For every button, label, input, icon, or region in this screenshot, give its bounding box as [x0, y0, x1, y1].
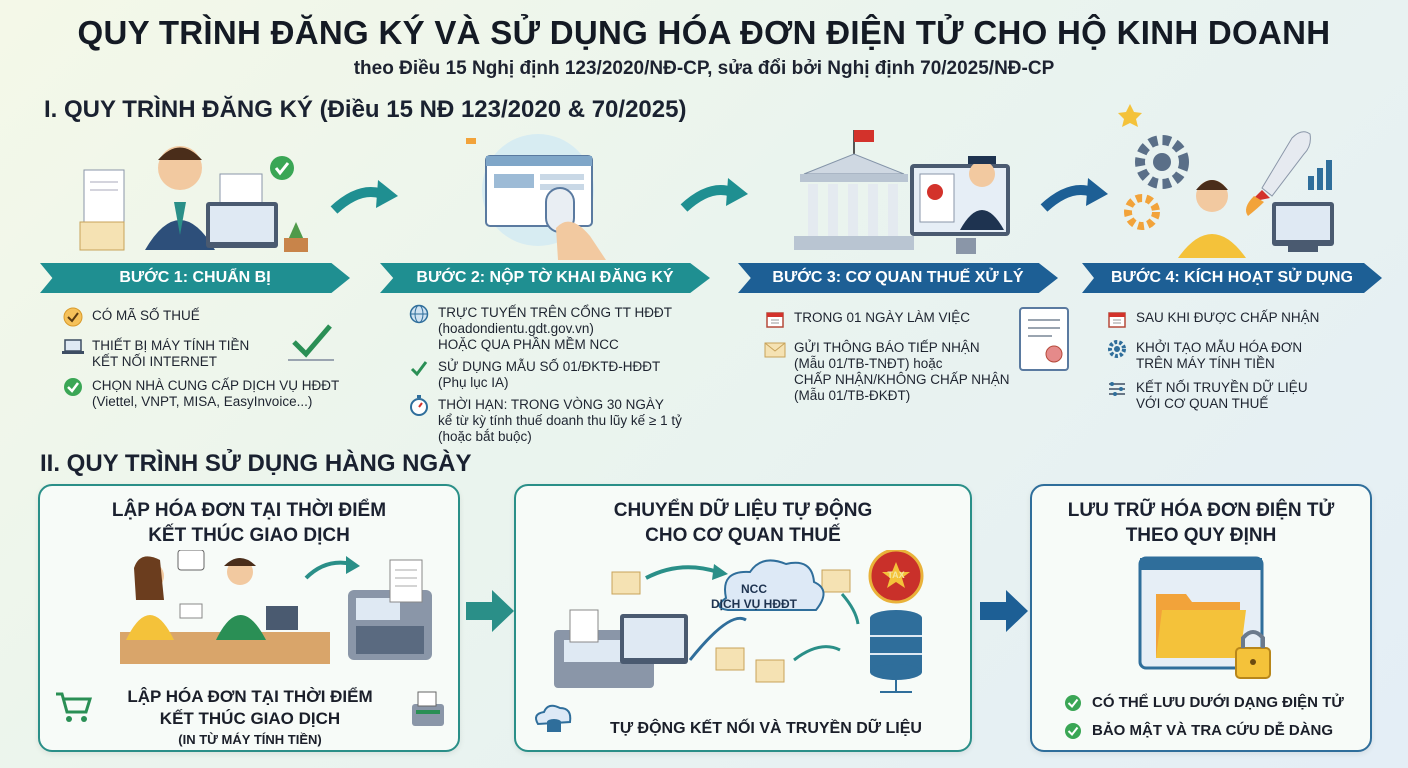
step4-list: SAU KHI ĐƯỢC CHẤP NHẬN KHỞI TẠO MẪU HÓA … [1106, 308, 1386, 412]
list-item: CÓ MÃ SỐ THUẾ [62, 306, 362, 328]
cloud-database-icon [535, 704, 572, 732]
section2-heading: II. QUY TRÌNH SỬ DỤNG HÀNG NGÀY [40, 450, 472, 477]
list-item: GỬI THÔNG BÁO TIẾP NHẬN(Mẫu 01/TB-TNĐT) … [764, 338, 1064, 404]
card-store-invoice: LƯU TRỮ HÓA ĐƠN ĐIỆN TỬ THEO QUY ĐỊNH CÓ… [1030, 484, 1372, 752]
receipt-icon [389, 559, 423, 603]
envelope-icon [764, 338, 786, 360]
data-flow-illustration [554, 550, 924, 693]
list-item: SỬ DỤNG MẪU SỐ 01/ĐKTĐ-HĐĐT(Phụ lục IA) [408, 357, 738, 391]
envelope-icon [79, 221, 125, 251]
speech-bubble-icon [177, 550, 205, 571]
step3-list: TRONG 01 NGÀY LÀM VIỆC GỬI THÔNG BÁO TIẾ… [764, 308, 1064, 404]
list-item: BẢO MẬT VÀ TRA CỨU DỄ DÀNG [1062, 720, 1362, 742]
receipt-icon [569, 609, 599, 643]
step2-banner: BƯỚC 2: NỘP TỜ KHAI ĐĂNG KÝ [380, 263, 710, 293]
cloud-label: NCC DỊCH VỤ HĐĐT [711, 582, 797, 611]
card-icon [179, 603, 203, 619]
calendar-icon [1106, 308, 1128, 330]
card-create-invoice: LẬP HÓA ĐƠN TẠI THỜI ĐIỂM KẾT THÚC GIAO … [38, 484, 460, 752]
pos-screen-icon [266, 606, 298, 630]
plant-icon [288, 222, 304, 240]
page-title: QUY TRÌNH ĐĂNG KÝ VÀ SỬ DỤNG HÓA ĐƠN ĐIỆ… [77, 14, 1331, 51]
officer-icon [969, 161, 995, 187]
envelope-icon [715, 647, 745, 671]
checkmark-icon [288, 324, 334, 361]
card3-bullets: CÓ THỂ LƯU DƯỚI DẠNG ĐIỆN TỬ BẢO MẬT VÀ … [1062, 692, 1362, 742]
list-item: TRONG 01 NGÀY LÀM VIỆC [764, 308, 1064, 330]
star-icon [1118, 104, 1142, 127]
envelope-icon [755, 659, 785, 683]
step4-illustration [1118, 104, 1334, 258]
list-item: TRỰC TUYẾN TRÊN CỔNG TT HĐĐT(hoadondient… [408, 303, 738, 353]
check-circle-icon [270, 156, 294, 180]
envelope-icon [821, 569, 851, 593]
check-circle-icon [1062, 692, 1084, 714]
document-icon [83, 169, 125, 226]
cloud-icon [718, 559, 825, 611]
card-title: LƯU TRỮ HÓA ĐƠN ĐIỆN TỬ THEO QUY ĐỊNH [1067, 500, 1335, 546]
card-title: LẬP HÓA ĐƠN TẠI THỜI ĐIỂM KẾT THÚC GIAO … [111, 500, 387, 546]
envelope-icon [611, 571, 641, 595]
card2-caption: TỰ ĐỘNG KẾT NỐI VÀ TRUYỀN DỮ LIỆU [610, 720, 922, 737]
card-title: CHUYỂN DỮ LIỆU TỰ ĐỘNG CHO CƠ QUAN THUẾ [613, 500, 873, 546]
storage-illustration [1138, 556, 1271, 679]
flag-icon [854, 130, 874, 142]
step3-banner: BƯỚC 3: CƠ QUAN THUẾ XỬ LÝ [738, 263, 1058, 293]
step1-banner: BƯỚC 1: CHUẨN BỊ [40, 263, 350, 293]
step1-illustration [79, 146, 308, 252]
gear-icon [1106, 338, 1128, 360]
curved-arrow-icon [1040, 178, 1108, 212]
gear-icon [1124, 194, 1160, 230]
step2-list: TRỰC TUYẾN TRÊN CỔNG TT HĐĐT(hoadondient… [408, 303, 738, 445]
shopping-cart-icon [56, 692, 93, 722]
list-item: CHỌN NHÀ CUNG CẤP DỊCH VỤ HĐĐT(Viettel, … [62, 376, 362, 410]
curved-arrow-icon [680, 178, 748, 212]
cash-register-icon [412, 691, 444, 726]
flow-arrow-icon [466, 590, 514, 632]
section1-heading: I. QUY TRÌNH ĐĂNG KÝ (Điều 15 NĐ 123/202… [44, 96, 687, 123]
stopwatch-icon [408, 395, 430, 417]
chart-icon [1308, 176, 1314, 190]
page-subtitle: theo Điều 15 Nghị định 123/2020/NĐ-CP, s… [353, 58, 1055, 79]
globe-icon [408, 303, 430, 325]
list-item: CÓ THỂ LƯU DƯỚI DẠNG ĐIỆN TỬ [1062, 692, 1362, 714]
checkmark-icon [408, 357, 430, 379]
transaction-illustration [120, 550, 432, 664]
rocket-icon [1261, 131, 1311, 197]
browser-window-icon [485, 155, 593, 227]
card-transfer-data: CHUYỂN DỮ LIỆU TỰ ĐỘNG CHO CƠ QUAN THUẾ … [514, 484, 972, 752]
check-circle-icon [62, 306, 84, 328]
circuit-icon [1106, 378, 1128, 400]
laptop-icon [62, 336, 84, 358]
step3-illustration [794, 130, 1010, 254]
flow-arrow-icon [980, 590, 1028, 632]
gear-icon [1135, 135, 1189, 189]
check-circle-icon [1062, 720, 1084, 742]
calendar-icon [764, 308, 786, 330]
step4-banner: BƯỚC 4: KÍCH HOẠT SỬ DỤNG [1082, 263, 1382, 293]
curved-arrow-icon [330, 180, 398, 214]
check-circle-icon [62, 376, 84, 398]
card1-caption: LẬP HÓA ĐƠN TẠI THỜI ĐIỂM KẾT THÚC GIAO … [127, 687, 373, 747]
list-item: SAU KHI ĐƯỢC CHẤP NHẬN [1106, 308, 1386, 330]
tax-badge: TAX [887, 570, 905, 580]
building-icon [803, 153, 905, 175]
step2-illustration [466, 134, 606, 260]
hand-icon [556, 221, 606, 260]
certificate-icon [1019, 307, 1069, 371]
